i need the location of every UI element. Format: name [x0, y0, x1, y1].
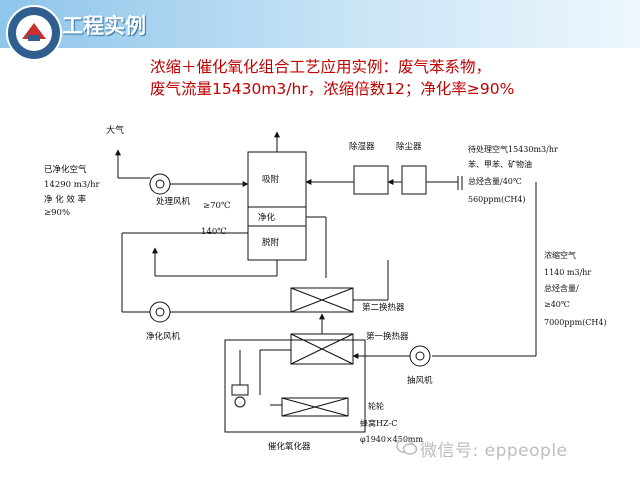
watermark: 微信号: eppeople: [420, 441, 568, 461]
svg-text:待处理空气15430m3/hr: 待处理空气15430m3/hr: [468, 144, 558, 154]
dust-remover-label: 除尘器: [396, 141, 422, 152]
svg-text:已净化空气: 已净化空气: [44, 164, 87, 175]
dehumidifier-label: 除湿器: [349, 141, 375, 152]
svg-text:≥90%: ≥90%: [44, 208, 70, 218]
svg-text:总烃含量/40℃: 总烃含量/40℃: [468, 176, 522, 186]
subtitle-line-2: 废气流量15430m3/hr，浓缩倍数12；净化率≥90%: [150, 80, 515, 98]
atmosphere-label: 大气: [106, 124, 124, 136]
svg-text:φ1940×450mm: φ1940×450mm: [360, 435, 424, 444]
concentrated-air-block: 浓缩空气 1140 m3/hr 总烃含量/ ≥40℃ 7000ppm(CH4): [544, 250, 607, 327]
purify-fan-icon: [149, 301, 171, 323]
svg-text:总烃含量/: 总烃含量/: [544, 283, 579, 293]
clean-air-block: 已净化空气 14290 m3/hr 净 化 效 率 ≥90%: [44, 164, 101, 218]
catalytic-reactor-label: 催化氧化器: [268, 441, 311, 452]
exhaust-fan-label: 抽风机: [407, 375, 433, 386]
treatment-fan-icon: [149, 173, 171, 195]
purify-fan-label: 净化风机: [146, 331, 181, 342]
svg-text:≥40℃: ≥40℃: [544, 300, 570, 309]
hx1-label: 第一换热器: [366, 331, 409, 342]
university-logo: [6, 5, 62, 61]
tower-desorb-label: 脱附: [262, 237, 280, 248]
svg-text:蜂窝HZ-C: 蜂窝HZ-C: [360, 418, 397, 428]
exhaust-fan-icon: [409, 345, 431, 367]
svg-text:净 化 效 率: 净 化 效 率: [44, 194, 87, 205]
temp-140-label: 140℃: [201, 227, 227, 237]
page-title: 工程实例: [62, 14, 146, 38]
hx2-label: 第二换热器: [362, 302, 405, 313]
honeycomb-wheel: [281, 397, 349, 417]
subtitle-line-1: 浓缩＋催化氧化组合工艺应用实例：废气苯系物，: [150, 58, 492, 76]
wechat-icon: [396, 438, 418, 455]
inlet-air-block: 待处理空气15430m3/hr 苯、甲苯、矿物油 总烃含量/40℃ 560ppm…: [468, 144, 558, 204]
svg-text:浓缩空气: 浓缩空气: [544, 250, 576, 260]
subtitle: 浓缩＋催化氧化组合工艺应用实例：废气苯系物， 废气流量15430m3/hr，浓缩…: [150, 56, 630, 100]
dehumidifier-box: [353, 165, 389, 195]
tower-purify-label: 净化: [258, 212, 276, 223]
svg-text:7000ppm(CH4): 7000ppm(CH4): [544, 318, 607, 327]
header-bar: [0, 0, 640, 48]
dust-remover-box: [401, 165, 427, 195]
catalytic-reactor: [224, 339, 366, 433]
tower-adsorb-label: 吸附: [262, 174, 280, 185]
svg-text:14290 m3/hr: 14290 m3/hr: [44, 180, 101, 190]
svg-text:1140 m3/hr: 1140 m3/hr: [544, 268, 591, 277]
svg-text:轮轮: 轮轮: [368, 401, 384, 411]
wheel-labels: 轮轮 蜂窝HZ-C φ1940×450mm: [360, 401, 424, 444]
temp-70-label: ≥70℃: [203, 201, 230, 211]
svg-text:苯、甲苯、矿物油: 苯、甲苯、矿物油: [468, 159, 532, 169]
treatment-fan-label: 处理风机: [156, 196, 191, 207]
svg-text:560ppm(CH4): 560ppm(CH4): [468, 195, 526, 204]
